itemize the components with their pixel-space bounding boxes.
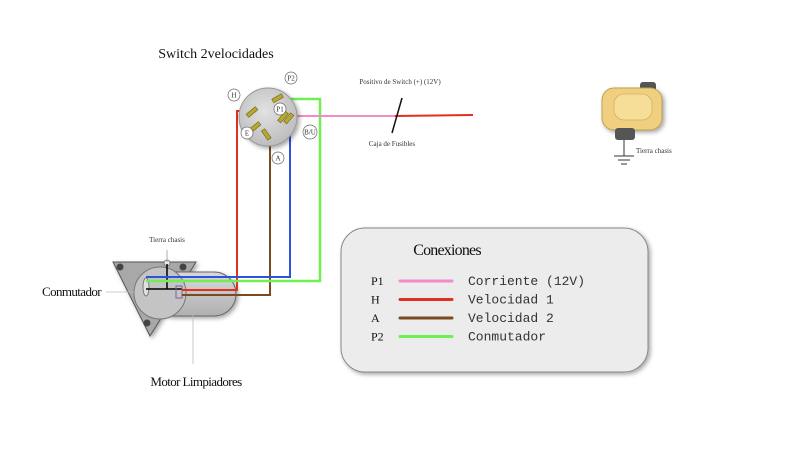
brush-holder (175, 285, 183, 299)
positive-label: Positivo de Switch (+) (12V) (359, 78, 441, 86)
wire-blue (146, 118, 291, 278)
svg-text:P2: P2 (287, 75, 295, 83)
mount-bolt (179, 263, 187, 271)
fuse-box-label: Caja de Fusibles (369, 140, 416, 148)
legend-code: H (371, 293, 380, 307)
switch-prong-p1 (277, 110, 289, 124)
switch-prong-p2 (271, 93, 284, 104)
relay-component: Tierra chasis (601, 82, 672, 165)
legend-item: P2 Conmutador (371, 330, 546, 345)
wire-green-p2 (146, 97, 322, 283)
legend-box: Conexiones P1 Corriente (12V) H Velocidad 1… (340, 227, 649, 373)
switch-2-speed: H P2 P1 E B/U A (227, 71, 318, 165)
legend-label: Conmutador (468, 330, 546, 345)
switch-prong-bu (283, 112, 295, 125)
terminal-label-bu: B/U (302, 124, 318, 140)
switch-prong-a (261, 128, 272, 141)
mount-bolt (116, 263, 124, 271)
legend-code: A (371, 311, 380, 325)
svg-text:P1: P1 (276, 106, 284, 114)
legend-item: H Velocidad 1 (371, 293, 554, 308)
terminal-label-p1: P1 (273, 102, 287, 116)
svg-text:B/U: B/U (304, 129, 316, 137)
legend-label: Corriente (12V) (468, 274, 585, 289)
legend-label: Velocidad 2 (468, 311, 554, 326)
legend-item: P1 Corriente (12V) (371, 274, 585, 289)
legend-label: Velocidad 1 (468, 293, 554, 308)
terminal-label-p2: P2 (284, 71, 298, 85)
svg-text:E: E (245, 130, 249, 138)
legend-item: A Velocidad 2 (371, 311, 554, 326)
switch-title: Switch 2velocidades (158, 47, 273, 62)
terminal-label-a: A (271, 151, 285, 165)
motor-ground-label: Tierra chasis (149, 236, 185, 244)
svg-text:A: A (275, 155, 280, 163)
wire-red-positive (394, 114, 474, 117)
legend-code: P2 (371, 330, 384, 344)
terminal-label-h: H (227, 88, 241, 102)
relay-face (613, 93, 653, 121)
legend-title: Conexiones (413, 242, 481, 259)
commutator-label: Conmutador (42, 284, 102, 299)
wiper-motor (112, 250, 237, 338)
switch-body (238, 87, 298, 147)
relay-bottom-tab (615, 128, 635, 140)
mount-bolt (143, 319, 151, 327)
svg-text:H: H (231, 92, 236, 100)
terminal-label-e: E (240, 126, 254, 140)
switch-prong-h (245, 106, 259, 118)
chassis-ground-label: Tierra chasis (636, 147, 672, 155)
wire-brown-a (182, 138, 271, 296)
motor-label: Motor Limpiadores (150, 374, 242, 389)
legend-code: P1 (371, 274, 384, 288)
ground-symbol-icon (614, 155, 634, 165)
commutator-disc (133, 266, 187, 320)
fuse-box-mark (391, 97, 403, 134)
